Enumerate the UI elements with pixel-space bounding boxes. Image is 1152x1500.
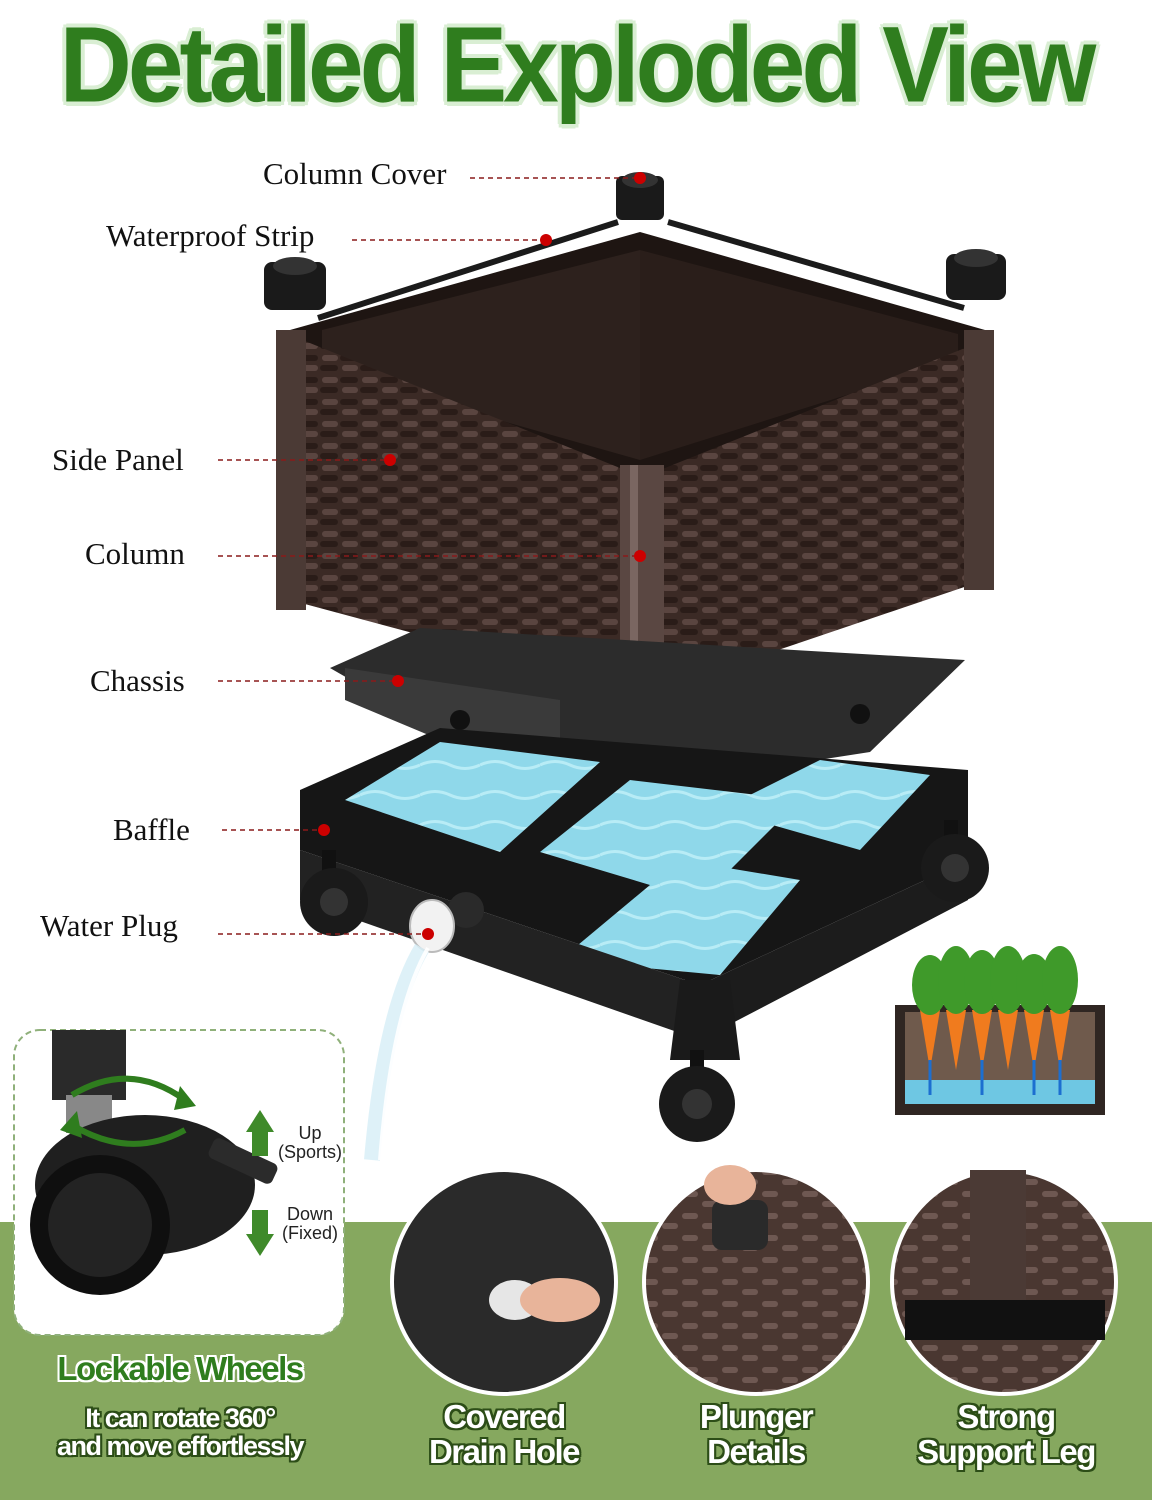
waterproof-strip-right xyxy=(667,219,965,311)
wheel-inset xyxy=(13,1029,345,1336)
wheel-up-sub: (Sports) xyxy=(277,1141,342,1162)
wheel-up-label: Up (Sports) xyxy=(270,1124,350,1162)
plunger-caption: Plunger Details xyxy=(644,1398,868,1470)
drain-hole-circle xyxy=(390,1168,618,1396)
leg-line-1: Strong xyxy=(957,1398,1056,1435)
column-cover-right xyxy=(946,249,1006,300)
pointer-column xyxy=(634,550,646,562)
wheel-front-right xyxy=(921,820,989,902)
wheel-front-left xyxy=(300,850,368,936)
column-cover-left xyxy=(264,257,326,310)
water-stream xyxy=(364,943,429,1161)
plunger-circle xyxy=(642,1165,870,1396)
support-leg-circle xyxy=(890,1168,1118,1396)
drain-line-2: Drain Hole xyxy=(428,1432,581,1470)
carrot-inset xyxy=(895,946,1105,1115)
wheel-down-sub: (Fixed) xyxy=(281,1222,338,1243)
pointer-chassis xyxy=(392,675,404,687)
plunger-line-1: Plunger xyxy=(699,1398,814,1435)
lockable-wheels-title: Lockable Wheels xyxy=(57,1350,304,1387)
label-column: Column xyxy=(85,536,185,571)
label-water-plug: Water Plug xyxy=(40,908,178,943)
wheel-up-text: Up xyxy=(298,1123,322,1143)
drain-line-1: Covered xyxy=(443,1398,566,1435)
label-chassis: Chassis xyxy=(90,663,185,698)
lockable-line-1: It can rotate 360° xyxy=(85,1403,276,1433)
water-cell-3 xyxy=(720,760,930,850)
plunger-line-2: Details xyxy=(707,1432,806,1470)
water-plug xyxy=(409,892,484,953)
wheel-bottom xyxy=(659,1050,735,1142)
column-left xyxy=(276,330,306,610)
label-waterproof-strip: Waterproof Strip xyxy=(106,218,315,253)
leg-line-2: Support Leg xyxy=(917,1432,1096,1470)
page-title: Detailed Exploded View xyxy=(59,4,1097,126)
drain-hole-caption: Covered Drain Hole xyxy=(392,1398,616,1470)
label-baffle: Baffle xyxy=(113,812,190,847)
lockable-line-2: and move effortlessly xyxy=(56,1431,305,1462)
column-right xyxy=(964,330,994,590)
waterproof-strip-left xyxy=(317,219,619,321)
support-leg-caption: Strong Support Leg xyxy=(894,1398,1118,1470)
wheel-down-label: Down (Fixed) xyxy=(270,1205,350,1243)
pointer-column-cover xyxy=(634,172,646,184)
side-panel-left xyxy=(290,335,625,690)
pointer-baffle xyxy=(318,824,330,836)
pointer-water-plug xyxy=(422,928,434,940)
lockable-wheels-desc: It can rotate 360° and move effortlessly xyxy=(10,1404,350,1461)
water-cell-4 xyxy=(560,860,800,975)
wheel-down-text: Down xyxy=(286,1204,334,1224)
pointer-side-panel xyxy=(384,454,396,466)
label-side-panel: Side Panel xyxy=(52,442,184,477)
pointer-waterproof-strip xyxy=(540,234,552,246)
water-cell-1 xyxy=(345,742,600,852)
label-column-cover: Column Cover xyxy=(263,156,447,191)
side-panel-right xyxy=(660,340,985,690)
